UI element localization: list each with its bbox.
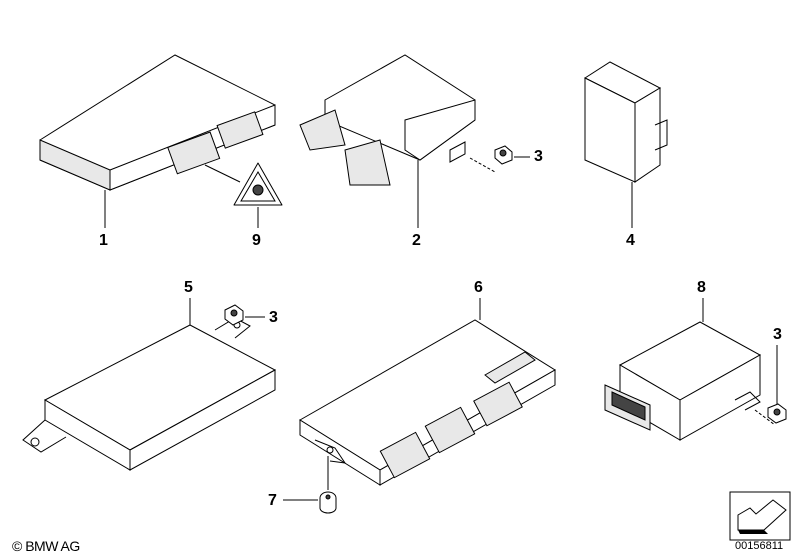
callout-1: 1: [99, 232, 108, 249]
part-1-control-unit[interactable]: [39, 54, 276, 228]
copyright-text: © BMW AG: [12, 538, 80, 554]
part-2-control-unit[interactable]: [299, 54, 496, 228]
part-9-warning-label[interactable]: [204, 162, 283, 228]
callout-2: 2: [412, 232, 421, 249]
part-3-nut-c[interactable]: [767, 345, 787, 424]
part-3-nut-b[interactable]: [224, 304, 265, 326]
callout-5: 5: [184, 279, 193, 296]
part-5-control-unit[interactable]: [22, 298, 277, 471]
diagram-code: 00156811: [735, 540, 784, 552]
part-3-nut-a[interactable]: [494, 145, 530, 165]
callout-8: 8: [697, 279, 706, 296]
part-4-relay[interactable]: [583, 61, 668, 228]
part-6-control-unit[interactable]: [299, 298, 556, 490]
callout-3a: 3: [534, 148, 543, 165]
callout-3b: 3: [269, 309, 278, 326]
callout-4: 4: [626, 232, 635, 249]
callout-6: 6: [474, 279, 483, 296]
callout-7: 7: [268, 492, 277, 509]
part-7-grommet[interactable]: [283, 491, 337, 514]
callout-3c: 3: [773, 326, 782, 343]
part-8-control-unit[interactable]: [604, 298, 776, 441]
direction-arrow-icon: [729, 491, 791, 541]
callout-9: 9: [252, 232, 261, 249]
